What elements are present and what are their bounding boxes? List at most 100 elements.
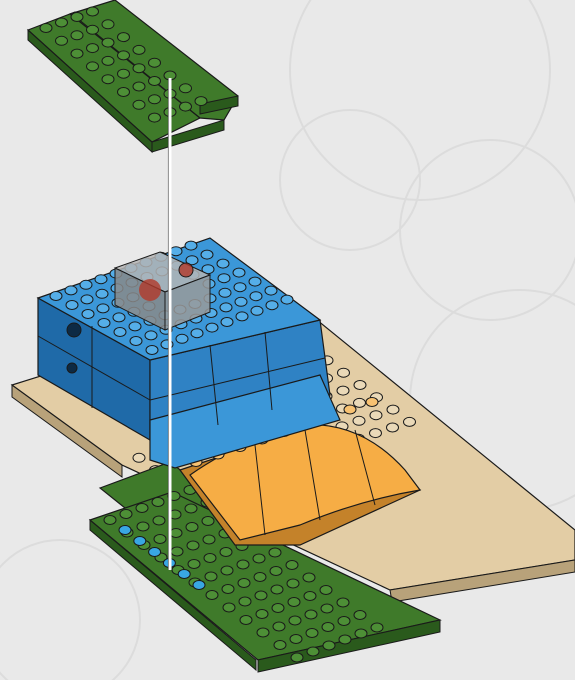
green-stud [137,522,149,531]
top-plate-stud [133,82,145,91]
tan-stud [337,386,349,395]
green-stud [237,560,249,569]
green-stud [104,516,116,525]
green-stud [152,498,164,507]
green-stud [187,541,199,550]
green-stud [120,510,132,519]
top-plate-stud [180,102,192,111]
blue-stud [233,268,245,277]
top-plate-stud [195,97,207,106]
top-plate-stud [102,38,114,47]
tan-stud [387,423,399,432]
blue-stud [81,295,93,304]
orange-stud [366,398,378,407]
green-stud [322,623,334,632]
technic-hole-2 [67,363,77,373]
green-stud [288,598,300,607]
blue-stud [251,306,263,315]
green-stud [371,623,383,632]
green-stud [254,573,266,582]
green-stud [354,611,366,620]
top-plate-stud [149,58,161,67]
top-plate-stud [149,95,161,104]
green-stud [306,629,318,638]
green-stud [188,560,200,569]
top-plate-stud [118,69,130,78]
green-stud [291,653,303,662]
top-plate-stud [118,51,130,60]
blue-stud [129,322,141,331]
tan-stud [387,405,399,414]
blue-stud [266,301,278,310]
orange-stud [344,405,356,414]
blue-stud [114,328,126,337]
green-stud [286,561,298,570]
top-plate-stud [87,7,99,16]
top-plate-stud [40,24,52,33]
top-plate-stud [71,31,83,40]
top-plate-stud [133,64,145,73]
green-stud [355,629,367,638]
green-stud [290,635,302,644]
blue-stud [250,292,262,301]
green-stud [323,641,335,650]
green-stud [136,504,148,513]
blue-stud [65,286,77,295]
green-stud [269,548,281,557]
blue-stud [98,319,110,328]
green-stud [239,597,251,606]
top-plate-stud [102,56,114,65]
green-stud [270,567,282,576]
green-stud [185,504,197,513]
green-stud [171,547,183,556]
green-stud [303,573,315,582]
green-stud [204,554,216,563]
green-stud [274,641,286,650]
green-stud [307,647,319,656]
tan-stud [338,368,350,377]
technic-hole-1 [67,323,81,337]
blue-stud [96,289,108,298]
blue-stud [265,286,277,295]
blue-stud [191,329,203,338]
green-stud [154,535,166,544]
blue-stud [236,312,248,321]
blue-stud [281,295,293,304]
top-plate-stud [133,100,145,109]
trans-red-stud [179,263,193,277]
top-plate-stud [118,88,130,97]
green-stud [304,592,316,601]
blue-stud [217,259,229,268]
blue-stud [170,247,182,256]
top-plate-stud [118,33,130,42]
green-stud [170,529,182,538]
tan-stud [354,381,366,390]
blue-stud [221,318,233,327]
green-stud [203,535,215,544]
blue-stud [95,275,107,284]
tan-stud [354,398,366,407]
green-stud [153,516,165,525]
blue-stud [219,288,231,297]
blue-stud [249,277,261,286]
blue-stud [80,280,92,289]
top-plate-stud [149,113,161,122]
blue-stud [235,297,247,306]
blue-stud [113,313,125,322]
top-plate-stud [87,62,99,71]
blue-stud [50,292,62,301]
blue-stud [130,337,142,346]
green-stud [202,517,214,526]
green-stud [287,579,299,588]
green-stud [339,635,351,644]
green-stud [223,603,235,612]
green-stud [255,591,267,600]
green-stud [206,591,218,600]
azure-stud [178,570,190,579]
azure-stud [119,526,131,535]
green-stud [186,523,198,532]
top-plate-stud [87,44,99,53]
top-plate-stud [102,20,114,29]
